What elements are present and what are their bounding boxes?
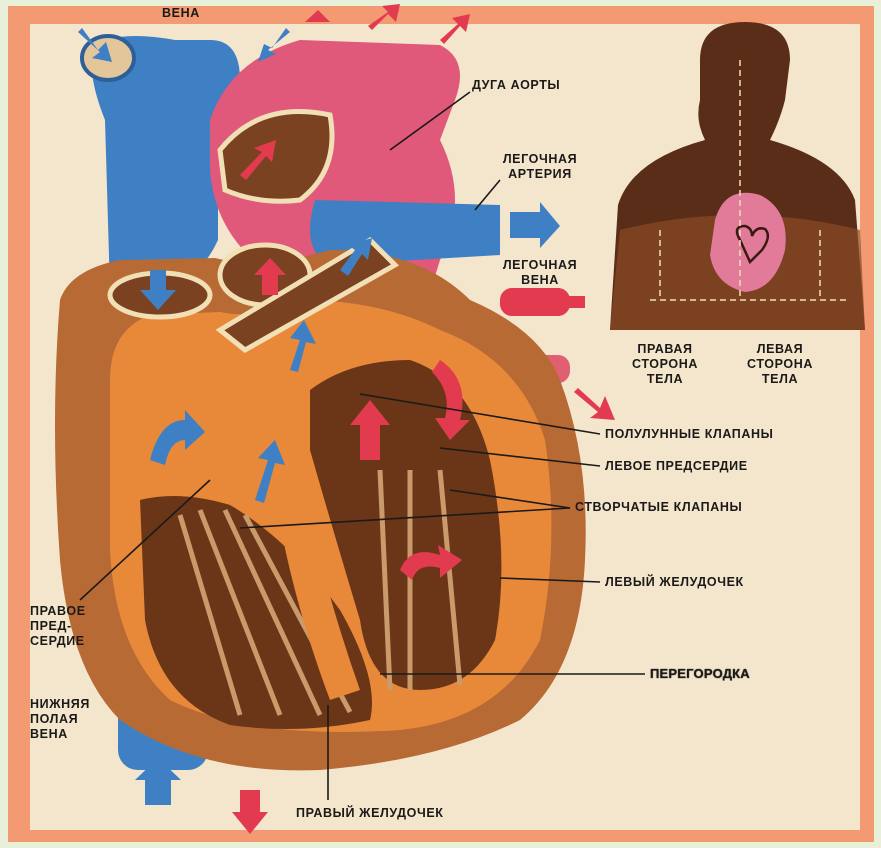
label-vena-top: ВЕНА: [162, 6, 200, 21]
label-left-side-line2: СТОРОНА: [735, 357, 825, 372]
label-right-atrium-line2: ПРЕД-: [30, 619, 86, 634]
label-left-side-line1: ЛЕВАЯ: [735, 342, 825, 357]
label-cuspid-valves: СТВОРЧАТЫЕ КЛАПАНЫ: [575, 500, 742, 515]
label-ivc-line2: ПОЛАЯ: [30, 712, 90, 727]
label-pulmonary-vein-line1: ЛЕГОЧНАЯ: [485, 258, 595, 273]
label-left-ventricle: ЛЕВЫЙ ЖЕЛУДОЧЕК: [605, 575, 744, 590]
label-ivc-line3: ВЕНА: [30, 727, 90, 742]
label-pulmonary-vein: ЛЕГОЧНАЯ ВЕНА: [485, 258, 595, 288]
label-pulmonary-artery: ЛЕГОЧНАЯ АРТЕРИЯ: [485, 152, 595, 182]
label-inferior-vena-cava: НИЖНЯЯ ПОЛАЯ ВЕНА: [30, 697, 90, 742]
label-right-side-line1: ПРАВАЯ: [620, 342, 710, 357]
label-pulmonary-artery-line1: ЛЕГОЧНАЯ: [485, 152, 595, 167]
label-right-ventricle: ПРАВЫЙ ЖЕЛУДОЧЕК: [296, 806, 444, 821]
label-right-side-line3: ТЕЛА: [620, 372, 710, 387]
label-pulmonary-artery-line2: АРТЕРИЯ: [485, 167, 595, 182]
label-right-atrium: ПРАВОЕ ПРЕД- СЕРДИЕ: [30, 604, 86, 649]
label-right-side-body: ПРАВАЯ СТОРОНА ТЕЛА: [620, 342, 710, 387]
label-left-side-line3: ТЕЛА: [735, 372, 825, 387]
label-right-side-line2: СТОРОНА: [620, 357, 710, 372]
label-right-atrium-line1: ПРАВОЕ: [30, 604, 86, 619]
label-left-side-body: ЛЕВАЯ СТОРОНА ТЕЛА: [735, 342, 825, 387]
label-right-atrium-line3: СЕРДИЕ: [30, 634, 86, 649]
label-semilunar-valves: ПОЛУЛУННЫЕ КЛАПАНЫ: [605, 427, 773, 442]
label-ivc-line1: НИЖНЯЯ: [30, 697, 90, 712]
label-aortic-arch: ДУГА АОРТЫ: [472, 78, 560, 93]
label-septum: ПЕРЕГОРОДКА: [650, 666, 750, 681]
label-left-atrium: ЛЕВОЕ ПРЕДСЕРДИЕ: [605, 459, 748, 474]
label-pulmonary-vein-line2: ВЕНА: [485, 273, 595, 288]
